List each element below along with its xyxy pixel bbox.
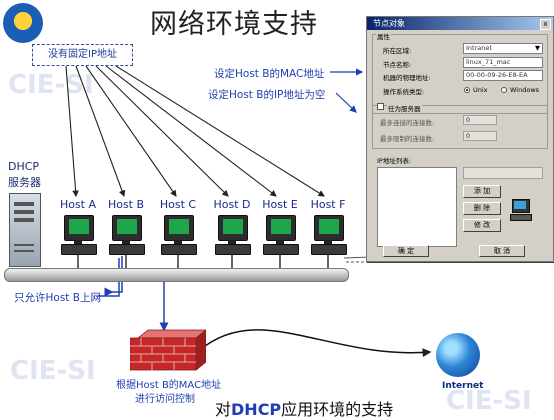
max-rate-input[interactable]: 0	[463, 131, 497, 141]
ip-address-input[interactable]	[463, 167, 543, 179]
attributes-group	[372, 34, 548, 114]
bottom-prefix: 对	[215, 400, 232, 419]
ip-annotation: 设定Host B的IP地址为空	[208, 89, 326, 101]
os-label: 操作系统类型:	[383, 88, 425, 96]
firewall-label: 根据Host B的MAC地址	[116, 380, 222, 391]
add-button[interactable]: 添 加	[463, 185, 501, 198]
mac-input[interactable]: 00-00-09-26-E8-EA	[463, 70, 543, 81]
firewall-icon	[130, 329, 206, 371]
page-title: 网络环境支持	[150, 9, 318, 40]
logo-icon	[3, 3, 43, 43]
host-label: Host F	[310, 198, 346, 211]
mac-label: 机器的物理地址:	[383, 74, 431, 82]
network-bus	[4, 268, 349, 282]
computer-icon	[109, 215, 145, 255]
host-label: Host A	[59, 198, 97, 211]
host-label: Host B	[107, 198, 145, 211]
firewall-label-2: 进行访问控制	[135, 394, 195, 405]
max-conn-label: 最多连接的连接数:	[380, 119, 435, 127]
internet-label: Internet	[442, 381, 484, 391]
bottom-dhcp: DHCP	[231, 400, 282, 419]
computer-icon	[215, 215, 251, 255]
close-icon[interactable]: x	[540, 19, 551, 30]
computer-icon	[510, 199, 532, 221]
host-label: Host C	[159, 198, 197, 211]
zone-label: 所在区域:	[383, 47, 412, 55]
os-option-windows: Windows	[510, 86, 540, 94]
ip-list-box[interactable]	[377, 167, 457, 247]
computer-icon	[61, 215, 97, 255]
dhcp-label: DHCP	[8, 160, 40, 173]
bottom-caption: 对DHCP应用环境的支持	[215, 396, 393, 420]
computer-icon	[161, 215, 197, 255]
os-radio-unix[interactable]	[464, 87, 470, 93]
host-label: Host D	[213, 198, 251, 211]
attributes-group-label: 属性	[376, 31, 391, 41]
max-rate-label: 最多限制的连接数:	[380, 135, 435, 143]
max-conn-input[interactable]: 0	[463, 115, 497, 125]
watermark: CIE-SI	[10, 356, 96, 386]
bottom-suffix: 应用环境的支持	[281, 400, 394, 419]
allow-label: 只允许Host B上网	[14, 292, 101, 304]
host-label: Host E	[262, 198, 298, 211]
modify-button[interactable]: 修 改	[463, 219, 501, 232]
server-checkbox[interactable]	[377, 103, 384, 110]
node-object-dialog: 节点对象 x 属性 所在区域: Intranet ▼ 节点名称: linux_7…	[366, 16, 554, 262]
node-name-input[interactable]: linux_71_mac	[463, 57, 543, 68]
delete-button[interactable]: 删 除	[463, 202, 501, 215]
ip-list-label: IP地址列表:	[377, 157, 412, 165]
os-radio-windows[interactable]	[501, 87, 507, 93]
cancel-button[interactable]: 取 消	[479, 245, 525, 257]
no-fixed-ip-label: 没有固定IP地址	[32, 44, 133, 66]
dialog-titlebar[interactable]: 节点对象	[367, 17, 553, 30]
server-checkbox-label: 任为服务器	[387, 103, 422, 113]
chevron-down-icon[interactable]: ▼	[535, 44, 540, 52]
mac-annotation: 设定Host B的MAC地址	[214, 68, 325, 80]
server-icon	[9, 193, 41, 267]
ok-button[interactable]: 确 定	[383, 245, 429, 257]
os-option-unix: Unix	[473, 86, 488, 94]
computer-icon	[311, 215, 347, 255]
service-group	[372, 105, 548, 149]
zone-select[interactable]: Intranet	[463, 43, 543, 54]
computer-icon	[263, 215, 299, 255]
dialog-title: 节点对象	[373, 19, 405, 28]
zone-value: Intranet	[466, 44, 492, 52]
node-name-label: 节点名称:	[383, 61, 412, 69]
watermark: CIE-SI	[446, 386, 532, 416]
internet-globe-icon	[436, 333, 480, 377]
dhcp-label-server: 服务器	[8, 176, 41, 189]
